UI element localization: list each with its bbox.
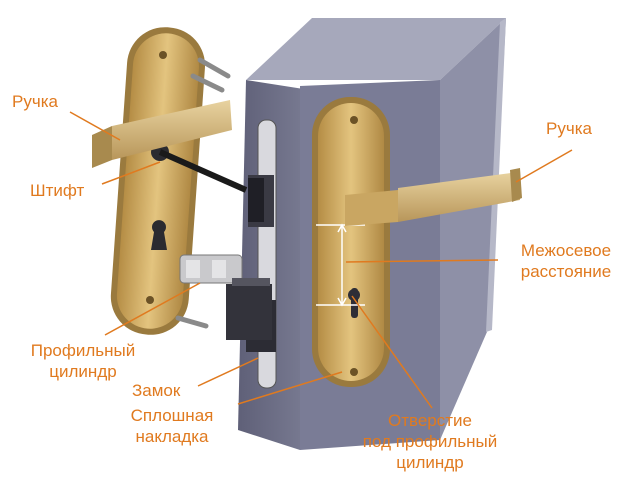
front-plate [312, 97, 390, 387]
lock-bolt [248, 178, 264, 222]
label-profile-cylinder: Профильный цилиндр [8, 340, 158, 382]
label-solid-plate: Сплошная накладка [112, 405, 232, 447]
label-center-distance-line2: расстояние [498, 261, 634, 282]
label-handle-right: Ручка [546, 118, 592, 139]
label-cylinder-hole-line1: Отверстие [330, 410, 530, 431]
label-solid-plate-line1: Сплошная [112, 405, 232, 426]
label-handle-left: Ручка [12, 91, 58, 112]
label-cylinder-hole-line2: под профильный [330, 431, 530, 452]
back-plate [108, 25, 207, 338]
label-cylinder-hole-line3: цилиндр [330, 452, 530, 473]
label-cylinder-hole: Отверстие под профильный цилиндр [330, 410, 530, 473]
label-profile-cylinder-line2: цилиндр [8, 361, 158, 382]
label-center-distance-line1: Межосевое [498, 240, 634, 261]
label-lock: Замок [132, 380, 180, 401]
label-solid-plate-line2: накладка [112, 426, 232, 447]
label-profile-cylinder-line1: Профильный [8, 340, 158, 361]
label-pin: Штифт [30, 180, 84, 201]
label-center-distance: Межосевое расстояние [498, 240, 634, 282]
